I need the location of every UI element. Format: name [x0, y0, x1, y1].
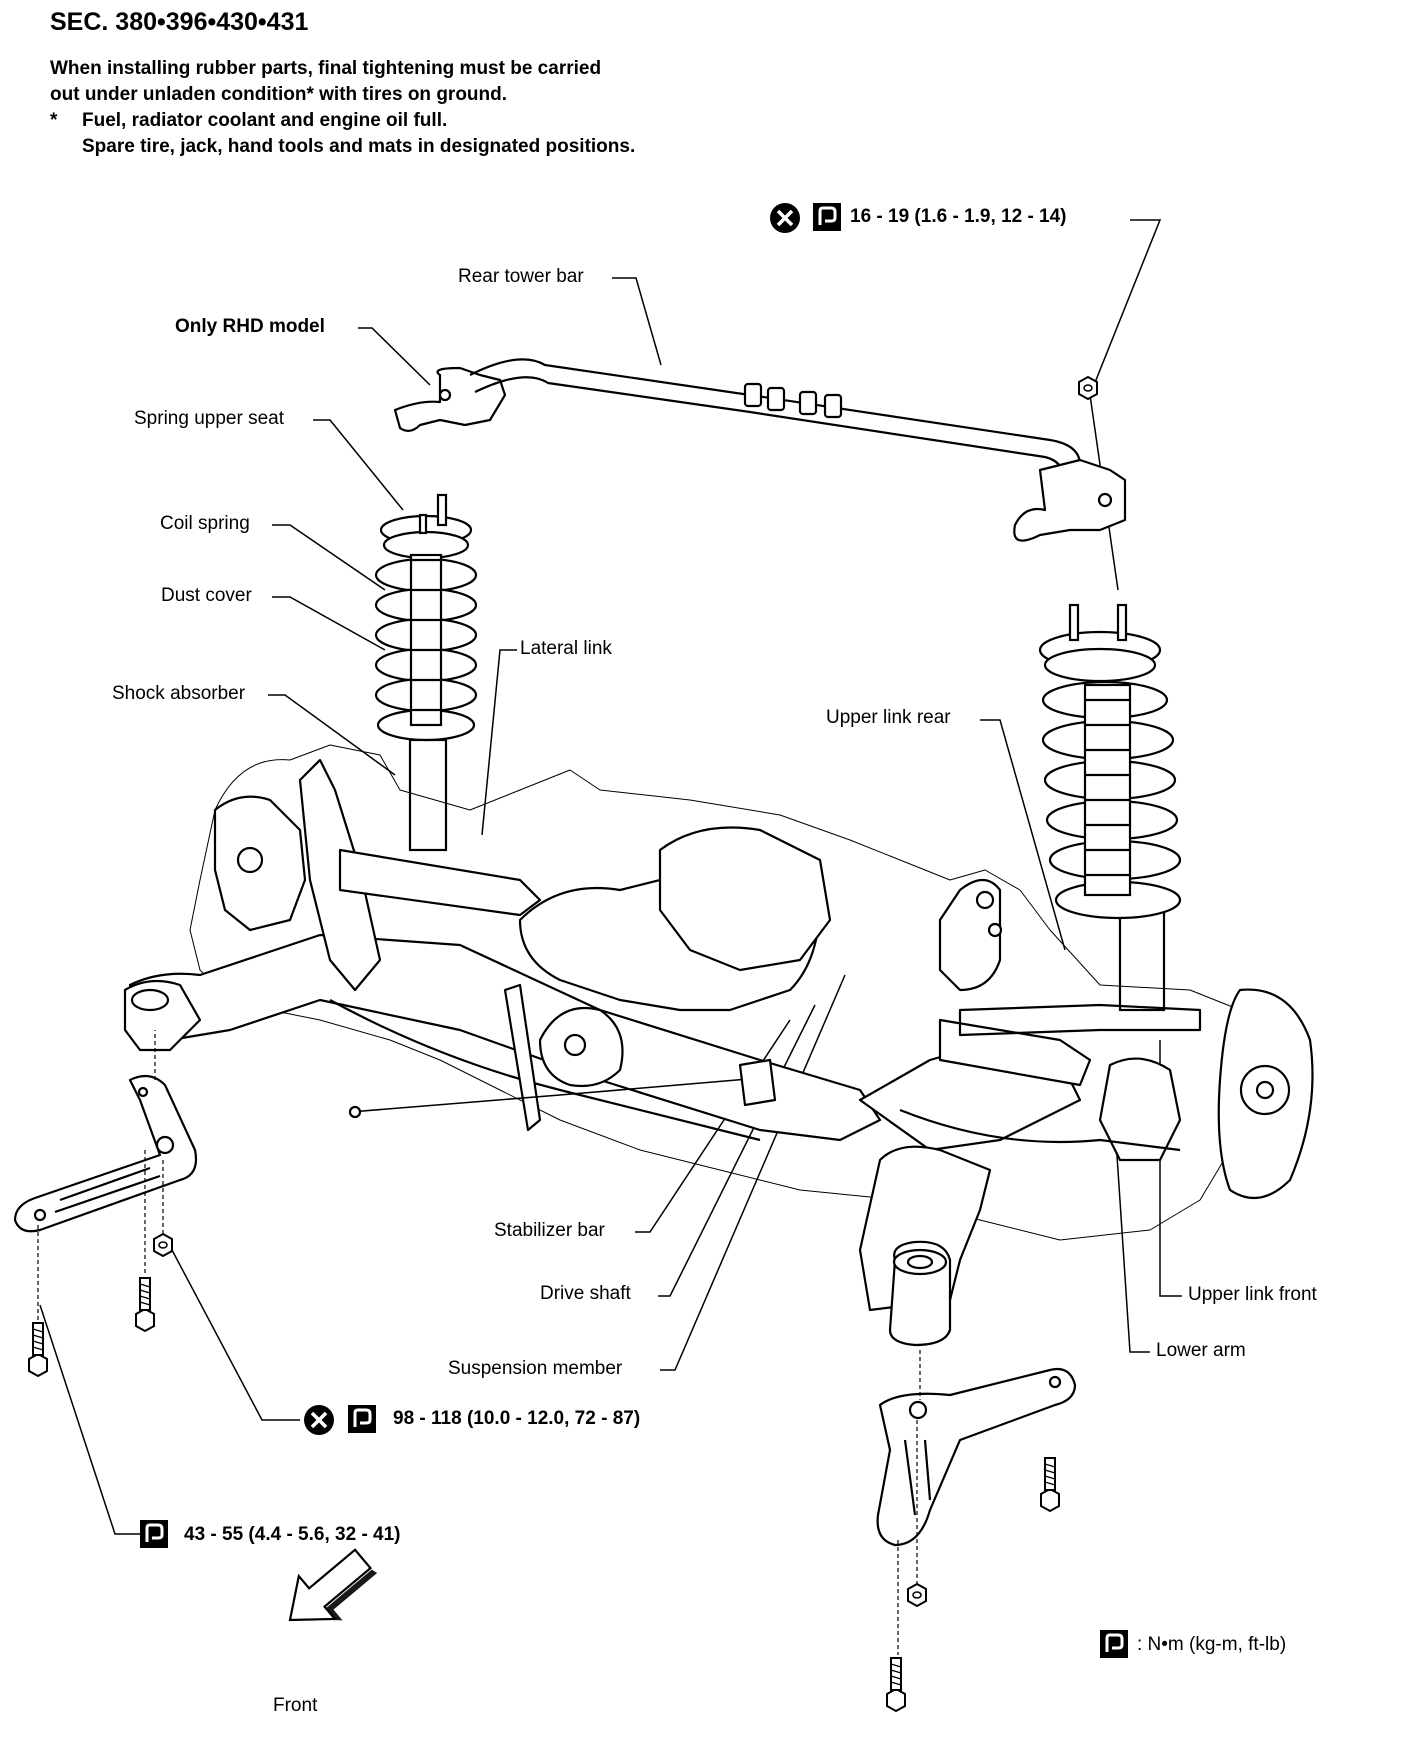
- label-upper-link-front: Upper link front: [1188, 1284, 1317, 1305]
- x-circle-icon: [770, 203, 800, 233]
- label-rear-tower-bar: Rear tower bar: [458, 266, 584, 287]
- torque-bottom: 43 - 55 (4.4 - 5.6, 32 - 41): [184, 1524, 401, 1545]
- suspension-member: [128, 744, 1314, 1241]
- label-coil-spring: Coil spring: [160, 513, 250, 534]
- note-line-1: When installing rubber parts, final tigh…: [50, 58, 602, 79]
- legend-units: : N•m (kg-m, ft-lb): [1137, 1634, 1287, 1655]
- torque-wrench-icon: [348, 1405, 376, 1433]
- torque-top: 16 - 19 (1.6 - 1.9, 12 - 14): [850, 206, 1067, 227]
- label-lower-arm: Lower arm: [1156, 1340, 1246, 1361]
- label-stabilizer-bar: Stabilizer bar: [494, 1220, 605, 1241]
- arrow-down-left-icon: [288, 1548, 378, 1622]
- torque-wrench-icon: [813, 203, 841, 231]
- note-line-3: * Fuel, radiator coolant and engine oil f…: [50, 108, 447, 134]
- label-only-rhd-model: Only RHD model: [175, 316, 325, 337]
- right-strut: [1038, 603, 1182, 1012]
- label-upper-link-rear: Upper link rear: [826, 707, 951, 728]
- label-front: Front: [273, 1695, 318, 1716]
- left-strut: [374, 493, 478, 852]
- section-title: SEC. 380•396•430•431: [50, 8, 309, 36]
- left-lower-link: [13, 979, 202, 1233]
- x-circle-icon: [304, 1405, 334, 1435]
- rear-tower-bar: [393, 358, 1127, 542]
- label-drive-shaft: Drive shaft: [540, 1283, 631, 1304]
- note-line-3-text: Fuel, radiator coolant and engine oil fu…: [82, 110, 448, 131]
- right-lower-link: [876, 1367, 1077, 1547]
- label-spring-upper-seat: Spring upper seat: [134, 408, 284, 429]
- label-lateral-link: Lateral link: [520, 638, 612, 659]
- label-dust-cover: Dust cover: [161, 585, 252, 606]
- lower-arm-right: [858, 1145, 992, 1347]
- torque-middle: 98 - 118 (10.0 - 12.0, 72 - 87): [393, 1408, 641, 1429]
- label-suspension-member: Suspension member: [448, 1358, 623, 1379]
- note-line-4: Spare tire, jack, hand tools and mats in…: [82, 136, 636, 157]
- torque-wrench-icon: [1100, 1630, 1128, 1658]
- note-star: *: [50, 110, 58, 131]
- torque-wrench-icon: [140, 1520, 168, 1548]
- label-shock-absorber: Shock absorber: [112, 683, 246, 704]
- note-line-2: out under unladen condition* with tires …: [50, 84, 508, 105]
